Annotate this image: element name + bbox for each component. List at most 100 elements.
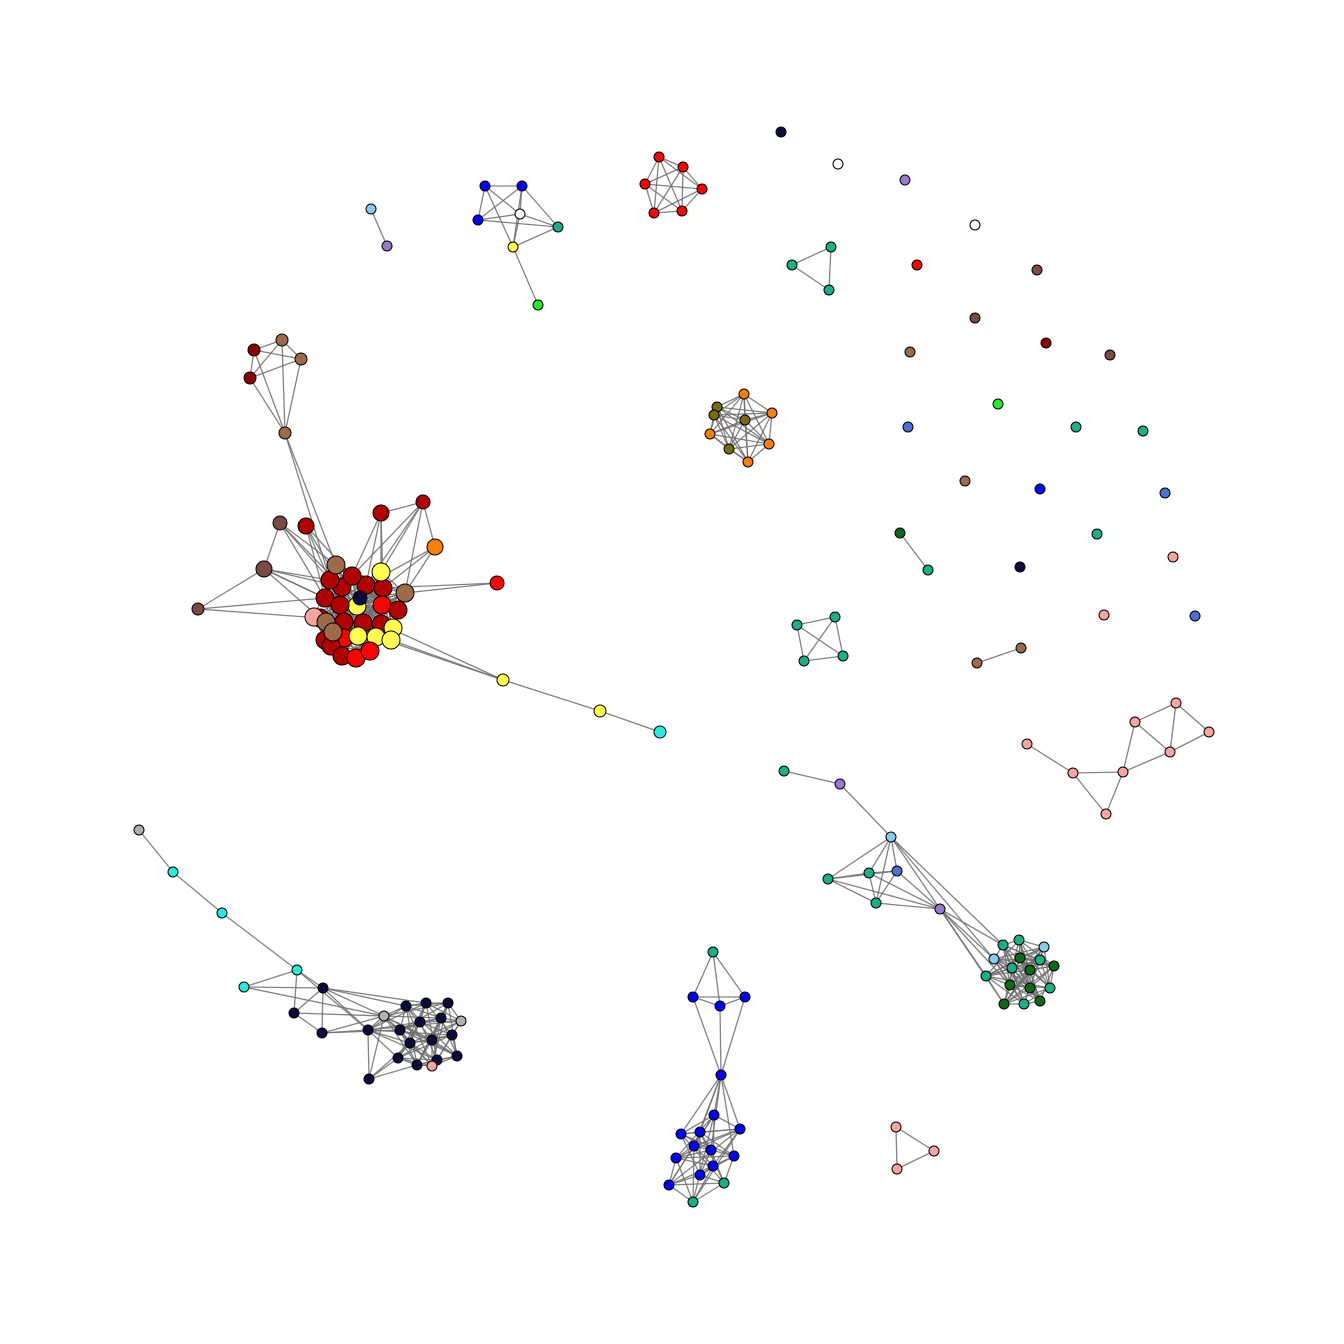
graph-edge xyxy=(367,1029,411,1044)
graph-edge xyxy=(692,1182,725,1203)
graph-edge xyxy=(699,1128,741,1133)
graph-edge xyxy=(796,616,836,626)
graph-node xyxy=(1031,264,1043,276)
graph-node xyxy=(653,725,667,739)
graph-edge xyxy=(875,902,941,910)
graph-edge xyxy=(668,1182,725,1186)
graph-node xyxy=(714,1000,726,1012)
graph-edge xyxy=(279,522,337,566)
graph-edge xyxy=(305,525,326,599)
graph-node xyxy=(451,1050,463,1062)
graph-edge xyxy=(985,957,1021,977)
graph-edge xyxy=(477,185,523,221)
graph-node xyxy=(472,214,484,226)
graph-edge xyxy=(512,226,559,248)
graph-edge xyxy=(890,836,995,960)
graph-node xyxy=(1015,642,1027,654)
graph-edge xyxy=(728,443,770,450)
graph-edge xyxy=(1009,984,1041,1002)
graph-edge xyxy=(713,412,773,416)
graph-node xyxy=(1034,954,1046,966)
graph-node xyxy=(1117,766,1129,778)
graph-edge xyxy=(399,1002,449,1031)
graph-node xyxy=(863,867,875,879)
graph-edge xyxy=(380,623,504,681)
graph-node xyxy=(822,873,834,885)
graph-edge xyxy=(976,647,1022,664)
graph-node xyxy=(1044,982,1056,994)
graph-edge xyxy=(743,393,773,414)
graph-edge xyxy=(680,1074,722,1135)
graph-node xyxy=(766,407,778,419)
graph-node xyxy=(394,1024,406,1036)
graph-edge xyxy=(380,501,424,573)
graph-node xyxy=(1006,962,1018,974)
graph-edge xyxy=(744,419,749,463)
graph-edge xyxy=(599,710,661,733)
graph-node xyxy=(832,158,844,170)
graph-node xyxy=(278,426,292,440)
graph-node xyxy=(330,595,350,615)
graph-node xyxy=(791,619,803,631)
graph-edge xyxy=(653,188,703,214)
graph-edge xyxy=(263,568,331,581)
graph-edge xyxy=(681,166,684,212)
graph-node xyxy=(291,964,303,976)
graph-node xyxy=(670,1152,682,1164)
graph-node xyxy=(317,982,329,994)
graph-edge xyxy=(1134,721,1171,753)
graph-edge xyxy=(834,616,844,657)
graph-node xyxy=(663,1179,675,1191)
graph-edge xyxy=(322,987,385,1017)
graph-node xyxy=(704,428,716,440)
graph-node xyxy=(323,622,343,642)
graph-node xyxy=(992,398,1004,410)
graph-node xyxy=(371,562,391,582)
graph-node xyxy=(1014,952,1026,964)
graph-node xyxy=(275,333,289,347)
graph-node xyxy=(997,939,1009,951)
graph-node xyxy=(1129,716,1141,728)
graph-edge xyxy=(895,1126,898,1170)
graph-node xyxy=(705,1144,717,1156)
graph-edge xyxy=(1105,771,1124,815)
graph-edge xyxy=(296,969,369,1031)
graph-edge xyxy=(658,156,683,212)
graph-edge xyxy=(713,414,749,463)
graph-node xyxy=(1014,561,1026,573)
graph-edge xyxy=(728,419,746,450)
graph-edge xyxy=(243,969,298,988)
graph-node xyxy=(1024,982,1036,994)
graph-node xyxy=(687,991,699,1003)
graph-node xyxy=(1100,808,1112,820)
graph-edge xyxy=(293,1012,385,1017)
graph-node xyxy=(739,991,751,1003)
graph-node xyxy=(775,126,787,138)
graph-nodes xyxy=(133,126,1215,1208)
graph-edge xyxy=(803,616,836,662)
graph-edge xyxy=(351,512,382,577)
graph-edge xyxy=(827,878,877,904)
graph-node xyxy=(825,241,837,253)
graph-node xyxy=(1040,337,1052,349)
graph-node xyxy=(1159,487,1171,499)
graph-edge xyxy=(791,246,832,266)
graph-edge xyxy=(367,1029,399,1059)
graph-node xyxy=(1164,746,1176,758)
graph-node xyxy=(294,352,308,366)
graph-edge xyxy=(668,1165,714,1186)
graph-node xyxy=(786,259,798,271)
graph-edge xyxy=(1072,772,1107,815)
graph-node xyxy=(1024,964,1036,976)
graph-node xyxy=(763,438,775,450)
graph-edge xyxy=(1072,771,1124,774)
graph-edge xyxy=(172,871,223,914)
graph-edge xyxy=(747,412,773,463)
graph-node xyxy=(388,600,408,620)
graph-node xyxy=(639,178,651,190)
graph-edge xyxy=(675,1157,714,1167)
graph-node xyxy=(552,221,564,233)
graph-edge xyxy=(253,349,286,434)
graph-edge xyxy=(249,339,283,379)
graph-node xyxy=(837,650,849,662)
